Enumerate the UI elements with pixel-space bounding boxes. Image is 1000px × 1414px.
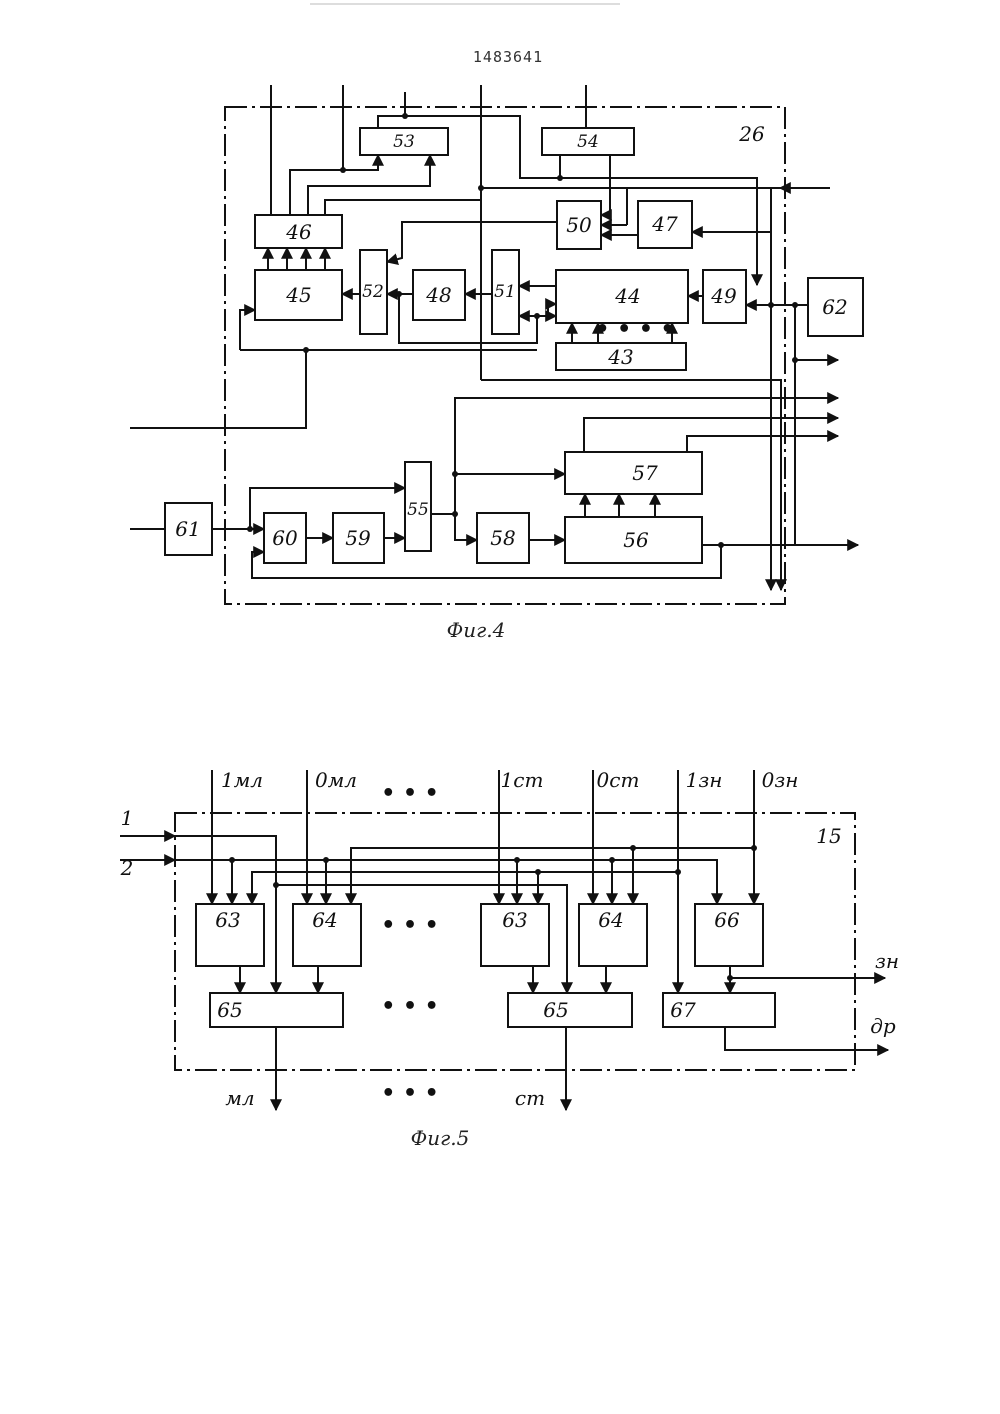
svg-text:• • • •: • • • • [595, 317, 674, 342]
block-60-label: 60 [272, 526, 298, 550]
block-65-a-label: 65 [217, 998, 242, 1022]
block-43-label: 43 [607, 345, 633, 369]
unit-15-label: 15 [816, 824, 841, 848]
block-63-a-label: 63 [215, 908, 240, 932]
block-61-label: 61 [175, 517, 200, 541]
block-46-label: 46 [285, 220, 312, 244]
block-63-b-label: 63 [502, 908, 527, 932]
input-1ml: 1мл [221, 768, 263, 792]
top-ellipsis: • • • [381, 781, 439, 806]
block-64-a-label: 64 [312, 908, 337, 932]
fig5-caption: Фиг.5 [411, 1126, 470, 1150]
input-0ml: 0мл [315, 768, 357, 792]
block-62-label: 62 [822, 295, 847, 319]
figure-5: 15 1мл 0мл • • • 1ст 0ст 1зн 0зн 1 2 63 … [120, 768, 899, 1150]
lower-ellipsis: • • • [381, 994, 439, 1019]
figure-4: 26 53 54 46 50 47 45 52 48 51 44 49 [130, 85, 863, 642]
input-1zn: 1зн [686, 768, 723, 792]
input-0zn: 0зн [762, 768, 799, 792]
block-65-b-label: 65 [543, 998, 568, 1022]
output-ml: мл [225, 1086, 254, 1110]
block-55-label: 55 [407, 500, 429, 520]
block-53-label: 53 [393, 132, 415, 152]
block-56-label: 56 [623, 528, 649, 552]
block-47-label: 47 [651, 212, 678, 236]
input-1st: 1ст [501, 768, 544, 792]
block-45-label: 45 [285, 283, 311, 307]
input-1: 1 [121, 806, 134, 830]
page-number: 1483641 [473, 48, 543, 66]
block-65-b [508, 993, 632, 1027]
block-49-label: 49 [710, 284, 737, 308]
block-66-label: 66 [714, 908, 740, 932]
block-64-b-label: 64 [598, 908, 623, 932]
block-59-label: 59 [345, 526, 371, 550]
block-67-label: 67 [670, 998, 696, 1022]
output-st: ст [515, 1086, 545, 1110]
output-zn: зн [875, 949, 899, 973]
block-58-label: 58 [490, 526, 515, 550]
unit-26-label: 26 [738, 122, 765, 146]
block-54-label: 54 [577, 132, 599, 152]
input-0st: 0ст [597, 768, 640, 792]
mid-ellipsis: • • • [381, 913, 439, 938]
block-50-label: 50 [566, 213, 592, 237]
block-52-label: 52 [362, 282, 384, 302]
block-51-label: 51 [494, 282, 516, 302]
block-57-label: 57 [632, 461, 658, 485]
fig4-caption: Фиг.4 [447, 618, 506, 642]
output-dr: др [870, 1014, 896, 1038]
bottom-ellipsis: • • • [381, 1081, 439, 1106]
block-44-label: 44 [614, 284, 640, 308]
block-48-label: 48 [425, 283, 451, 307]
